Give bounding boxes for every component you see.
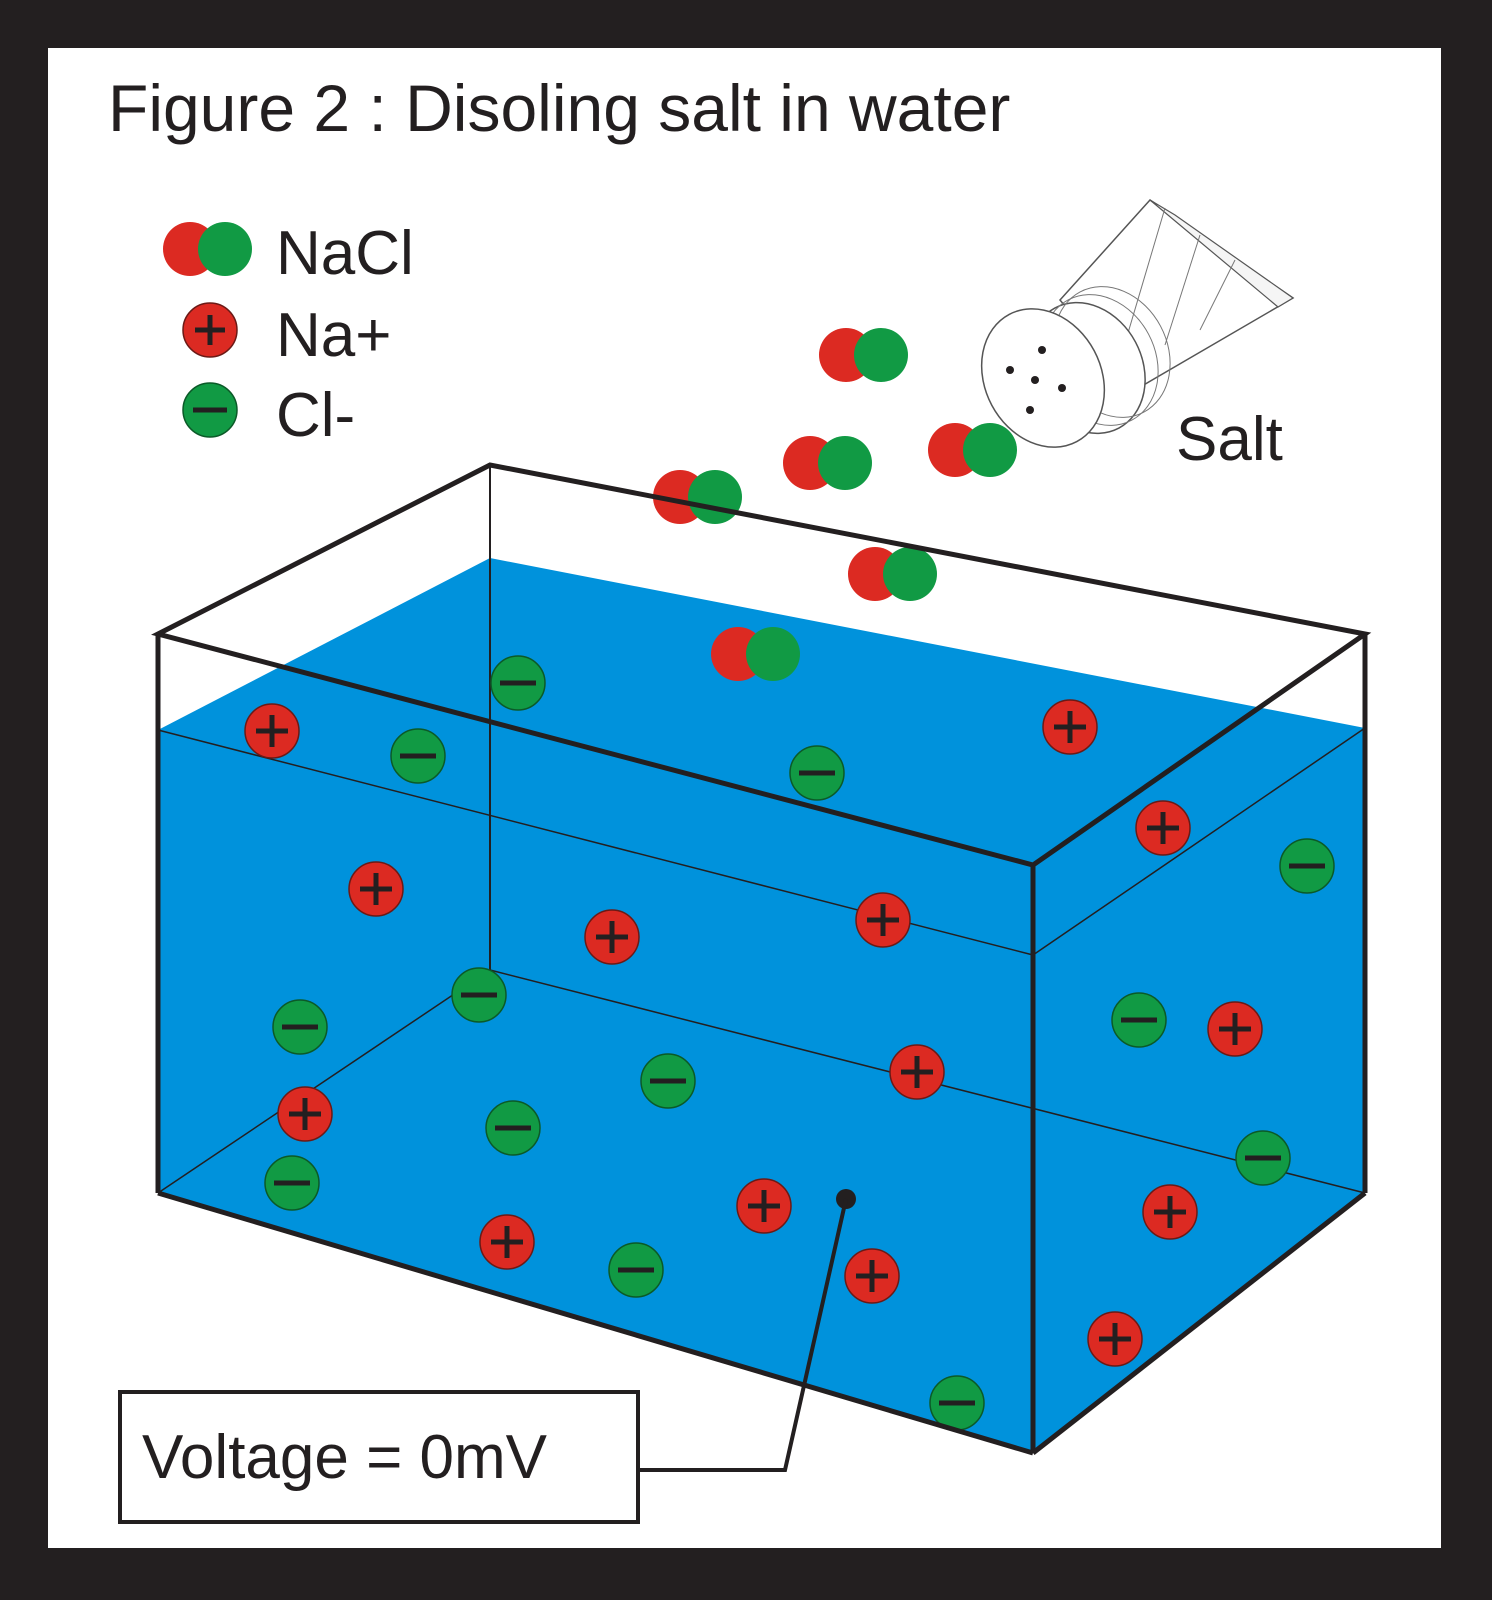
probe-icon	[640, 1189, 856, 1472]
chloride-ion-icon	[485, 1100, 541, 1156]
tank-hidden-edge-floor-left	[157, 969, 491, 1194]
tank-edge-bottom-right	[1031, 1191, 1367, 1455]
ions-layer	[244, 655, 1335, 1431]
chloride-ion-icon	[1279, 838, 1335, 894]
chloride-ion-icon	[929, 1375, 985, 1431]
sodium-ion-icon	[889, 1044, 945, 1100]
voltage-readout-box: Voltage = 0mV	[118, 1390, 640, 1524]
legend-chloride-label: Cl-	[276, 381, 356, 450]
sodium-ion-icon	[1135, 800, 1191, 856]
salt-shaker-label: Salt	[1176, 405, 1283, 474]
chloride-ion-icon	[1111, 992, 1167, 1048]
nacl-molecule-icon	[819, 328, 908, 382]
nacl-molecule-icon	[711, 627, 800, 681]
chloride-ion-icon	[264, 1155, 320, 1211]
chloride-ion-icon	[490, 655, 546, 711]
water-right-face	[1033, 728, 1365, 1453]
salt-shaker-icon	[980, 199, 1295, 448]
nacl-molecule-icon	[653, 470, 742, 524]
legend-chloride-icon	[182, 382, 238, 438]
chloride-ion-icon	[1235, 1130, 1291, 1186]
sodium-ion-icon	[1142, 1184, 1198, 1240]
sodium-ion-icon	[1042, 699, 1098, 755]
sodium-ion-icon	[348, 861, 404, 917]
voltage-readout: Voltage = 0mV	[142, 1423, 547, 1492]
sodium-ion-icon	[1207, 1001, 1263, 1057]
water-surface-right-line	[1032, 727, 1366, 956]
tank-edge-bottom-front	[157, 1190, 1034, 1456]
chloride-ion-icon	[272, 999, 328, 1055]
legend-nacl-icon	[163, 222, 252, 276]
nacl-molecule-icon	[928, 423, 1017, 477]
sodium-ion-icon	[277, 1086, 333, 1142]
chloride-ion-icon	[390, 728, 446, 784]
chloride-ion-icon	[640, 1053, 696, 1109]
chloride-ion-icon	[608, 1242, 664, 1298]
legend-nacl-label: NaCl	[276, 219, 414, 288]
sodium-ion-icon	[855, 892, 911, 948]
legend-sodium-icon	[182, 302, 238, 358]
chloride-ion-icon	[451, 967, 507, 1023]
nacl-molecule-icon	[848, 547, 937, 601]
sodium-ion-icon	[584, 909, 640, 965]
sodium-ion-icon	[479, 1214, 535, 1270]
sodium-ion-icon	[844, 1248, 900, 1304]
legend-sodium-label: Na+	[276, 301, 392, 370]
sodium-ion-icon	[244, 703, 300, 759]
chloride-ion-icon	[789, 745, 845, 801]
sodium-ion-icon	[1087, 1311, 1143, 1367]
figure-title: Figure 2 : Disoling salt in water	[108, 71, 1011, 145]
nacl-molecule-icon	[783, 436, 872, 490]
sodium-ion-icon	[736, 1178, 792, 1234]
